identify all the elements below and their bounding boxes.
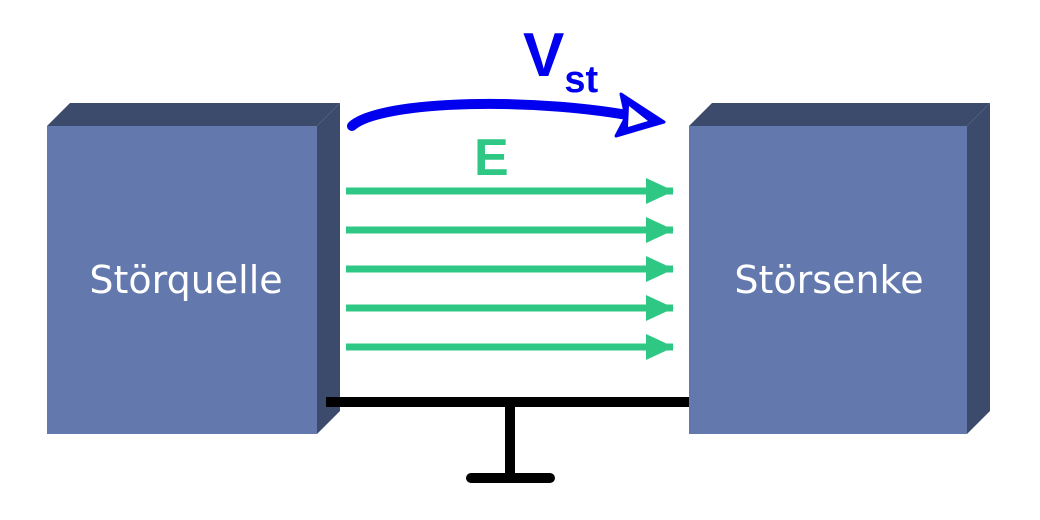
sink-box-side	[967, 103, 990, 434]
sink-box-front	[689, 126, 967, 434]
field-label: E	[474, 129, 509, 187]
sink-box-label: Störsenke	[734, 258, 923, 302]
voltage-subscript: st	[564, 59, 598, 101]
source-box-side	[317, 103, 340, 434]
field-lines	[346, 178, 674, 360]
voltage-label: Vst	[523, 21, 598, 101]
source-box-front	[47, 126, 317, 434]
voltage-arrow	[347, 92, 666, 138]
sink-box: Störsenke	[689, 103, 990, 434]
sink-box-top	[689, 103, 990, 126]
source-box: Störquelle	[47, 103, 340, 434]
voltage-symbol: V	[523, 21, 564, 90]
voltage-arrowhead-notch	[628, 106, 648, 127]
ground-symbol	[326, 397, 689, 483]
source-box-label: Störquelle	[89, 258, 282, 302]
source-box-top	[47, 103, 340, 126]
voltage-arrow-curve	[347, 98, 653, 131]
